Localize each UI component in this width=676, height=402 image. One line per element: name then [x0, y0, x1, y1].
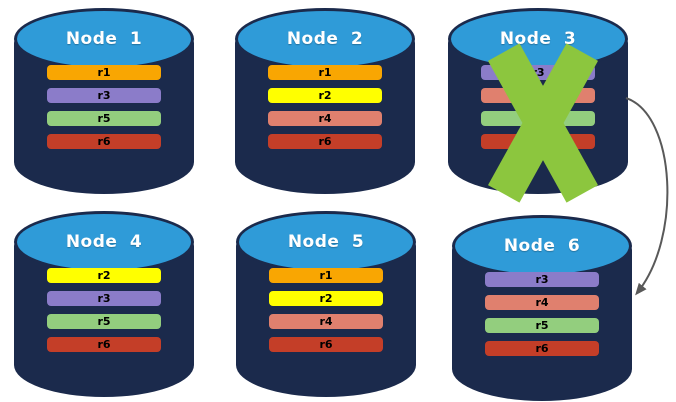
replica-label: r5 — [535, 319, 549, 332]
replica-label: r6 — [97, 338, 111, 351]
replica-bar: r4 — [269, 314, 383, 329]
replica-bar: r5 — [47, 314, 161, 329]
replica-label: r5 — [97, 315, 111, 328]
replica-bar: r1 — [268, 65, 382, 80]
replica-list: r1 r2 r4 r6 — [268, 65, 382, 149]
node-label: Node 6 — [503, 236, 581, 256]
replica-label: r4 — [318, 112, 332, 125]
replica-bar: r5 — [485, 318, 599, 333]
replica-label: r1 — [97, 66, 111, 79]
replica-bar: r4 — [268, 111, 382, 126]
replica-label: r4 — [535, 296, 549, 309]
replica-list: r2 r3 r5 r6 — [47, 268, 161, 352]
replica-bar: r6 — [485, 341, 599, 356]
recovery-arrow-path — [625, 97, 669, 296]
cylinder-top: Node 1 — [14, 8, 194, 70]
node-4: Node 4 r2 r3 r5 r6 — [14, 211, 194, 402]
replica-label: r3 — [97, 292, 111, 305]
node-label: Node 5 — [287, 232, 365, 252]
replica-label: r5 — [97, 112, 111, 125]
replica-label: r2 — [97, 269, 111, 282]
node-5: Node 5 r1 r2 r4 r6 — [236, 211, 416, 402]
replica-label: r1 — [319, 269, 333, 282]
replica-label: r6 — [535, 342, 549, 355]
replica-label: r4 — [319, 315, 333, 328]
replica-bar: r6 — [268, 134, 382, 149]
replica-label: r1 — [318, 66, 332, 79]
replica-bar: r2 — [268, 88, 382, 103]
replica-label: r6 — [319, 338, 333, 351]
cylinder-top: Node 6 — [452, 215, 632, 277]
node-3: Node 3 r3 — [448, 8, 628, 203]
replica-list: r3 r4 r5 r6 — [485, 272, 599, 356]
replica-list: r1 r2 r4 r6 — [269, 268, 383, 352]
cylinder-top: Node 4 — [14, 211, 194, 273]
node-label: Node 1 — [65, 29, 143, 49]
replica-list: r1 r3 r5 r6 — [47, 65, 161, 149]
replica-label: r2 — [318, 89, 332, 102]
node-label: Node 2 — [286, 29, 364, 49]
replica-bar: r3 — [47, 88, 161, 103]
cylinder-top: Node 5 — [236, 211, 416, 273]
replica-label: r3 — [535, 273, 549, 286]
replica-bar: r3 — [47, 291, 161, 306]
replica-bar: r1 — [269, 268, 383, 283]
replica-bar: r5 — [47, 111, 161, 126]
replica-bar: r6 — [47, 134, 161, 149]
node-6: Node 6 r3 r4 r5 r6 — [452, 215, 632, 402]
node-1: Node 1 r1 r3 r5 r6 — [14, 8, 194, 200]
replica-bar: r4 — [485, 295, 599, 310]
replica-label: r6 — [318, 135, 332, 148]
node-label: Node 4 — [65, 232, 143, 252]
replica-bar: r1 — [47, 65, 161, 80]
replica-label: r2 — [319, 292, 333, 305]
replica-label: r3 — [97, 89, 111, 102]
replica-bar: r3 — [485, 272, 599, 287]
replica-label: r6 — [97, 135, 111, 148]
replica-bar: r2 — [47, 268, 161, 283]
replica-bar: r6 — [47, 337, 161, 352]
cylinder-top: Node 2 — [235, 8, 415, 70]
replica-bar: r2 — [269, 291, 383, 306]
failure-x-icon — [478, 43, 608, 203]
node-2: Node 2 r1 r2 r4 r6 — [235, 8, 415, 200]
replica-bar: r6 — [269, 337, 383, 352]
